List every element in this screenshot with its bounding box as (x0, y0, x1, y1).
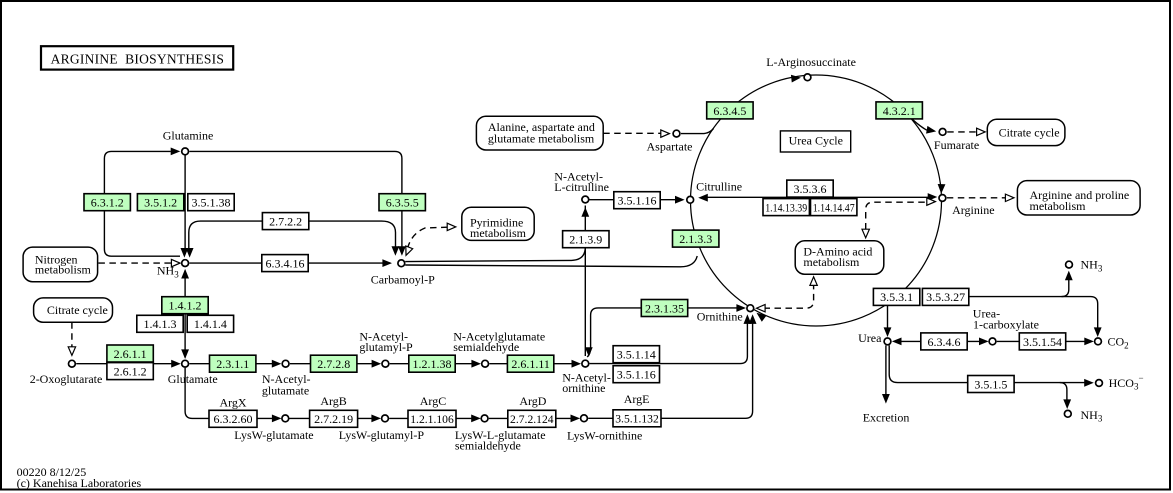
svg-text:D-Amino acid: D-Amino acid (803, 244, 872, 258)
svg-text:Citrate cycle: Citrate cycle (999, 126, 1060, 140)
svg-text:2.7.2.19: 2.7.2.19 (314, 412, 353, 426)
svg-text:glutamate: glutamate (262, 383, 309, 397)
svg-text:6.3.4.16: 6.3.4.16 (266, 257, 305, 271)
svg-text:2.3.1.1: 2.3.1.1 (216, 357, 249, 371)
svg-text:ArgB: ArgB (320, 394, 346, 408)
svg-text:6.3.4.5: 6.3.4.5 (713, 104, 746, 118)
svg-text:00220 8/12/25: 00220 8/12/25 (17, 465, 87, 479)
svg-text:ArgD: ArgD (519, 394, 546, 408)
svg-text:1.4.1.3: 1.4.1.3 (144, 317, 177, 331)
svg-text:(c) Kanehisa Laboratories: (c) Kanehisa Laboratories (17, 476, 142, 490)
svg-text:1.14.14.47: 1.14.14.47 (813, 200, 855, 214)
svg-text:HCO3−: HCO3− (1109, 373, 1144, 392)
svg-text:2.7.2.124: 2.7.2.124 (510, 412, 554, 426)
svg-text:glutamyl-P: glutamyl-P (359, 340, 413, 354)
svg-text:1.2.1.38: 1.2.1.38 (413, 357, 452, 371)
svg-text:1.4.1.4: 1.4.1.4 (194, 317, 227, 331)
svg-text:metabolism: metabolism (35, 262, 92, 276)
svg-text:2.7.2.2: 2.7.2.2 (269, 214, 302, 228)
svg-text:metabolism: metabolism (1030, 199, 1087, 213)
svg-text:semialdehyde: semialdehyde (453, 340, 519, 354)
svg-text:Fumarate: Fumarate (934, 138, 979, 152)
svg-text:LysW-glutamyl-P: LysW-glutamyl-P (339, 428, 425, 442)
svg-text:3.5.1.5: 3.5.1.5 (974, 377, 1007, 391)
svg-text:3.5.3.27: 3.5.3.27 (926, 290, 965, 304)
svg-text:Urea-: Urea- (973, 307, 1000, 321)
svg-text:2-Oxoglutarate: 2-Oxoglutarate (30, 372, 103, 386)
svg-text:N-Acetyl-: N-Acetyl- (554, 169, 603, 183)
svg-text:6.3.5.5: 6.3.5.5 (386, 196, 419, 210)
svg-text:semialdehyde: semialdehyde (455, 438, 521, 452)
svg-text:3.5.1.2: 3.5.1.2 (144, 196, 177, 210)
svg-text:Excretion: Excretion (863, 411, 910, 425)
svg-text:3.5.1.14: 3.5.1.14 (617, 348, 656, 362)
svg-text:NH3: NH3 (157, 264, 179, 280)
svg-text:2.6.1.2: 2.6.1.2 (114, 365, 147, 379)
svg-text:N-Acetyl-: N-Acetyl- (262, 372, 311, 386)
svg-text:3.5.1.38: 3.5.1.38 (192, 196, 231, 210)
svg-text:3.5.3.6: 3.5.3.6 (794, 182, 827, 196)
svg-text:6.3.2.60: 6.3.2.60 (214, 412, 253, 426)
svg-text:L-citrulline: L-citrulline (554, 180, 609, 194)
svg-text:1.14.13.39: 1.14.13.39 (765, 200, 807, 214)
svg-text:3.5.1.54: 3.5.1.54 (1023, 335, 1062, 349)
svg-text:2.7.2.8: 2.7.2.8 (317, 357, 350, 371)
svg-text:3.5.1.16: 3.5.1.16 (618, 194, 657, 208)
svg-text:1.2.1.106: 1.2.1.106 (410, 412, 454, 426)
svg-text:L-Arginosuccinate: L-Arginosuccinate (766, 55, 856, 69)
svg-text:N-Acetylglutamate: N-Acetylglutamate (453, 329, 545, 343)
svg-text:1-carboxylate: 1-carboxylate (973, 317, 1039, 331)
svg-text:6.3.1.2: 6.3.1.2 (91, 196, 124, 210)
svg-text:Pyrimidine: Pyrimidine (470, 216, 523, 230)
svg-text:ArgE: ArgE (624, 392, 650, 406)
svg-text:Urea: Urea (858, 331, 882, 345)
svg-text:LysW-glutamate: LysW-glutamate (234, 428, 313, 442)
svg-text:Carbamoyl-P: Carbamoyl-P (371, 272, 435, 286)
svg-text:ArgX: ArgX (219, 396, 246, 410)
svg-text:Ornithine: Ornithine (697, 309, 743, 323)
svg-text:Nitrogen: Nitrogen (35, 253, 78, 267)
svg-text:Glutamate: Glutamate (168, 372, 218, 386)
svg-text:2.1.3.3: 2.1.3.3 (679, 232, 712, 246)
svg-text:CO2: CO2 (1108, 335, 1129, 351)
svg-text:3.5.3.1: 3.5.3.1 (880, 290, 913, 304)
svg-text:Alanine, aspartate and: Alanine, aspartate and (488, 120, 595, 134)
svg-text:3.5.1.132: 3.5.1.132 (615, 412, 659, 426)
svg-text:Citrate cycle: Citrate cycle (47, 303, 108, 317)
svg-text:1.4.1.2: 1.4.1.2 (169, 299, 202, 313)
svg-text:NH3: NH3 (1081, 258, 1103, 274)
svg-text:Urea Cycle: Urea Cycle (789, 133, 843, 147)
svg-text:LysW-ornithine: LysW-ornithine (567, 428, 642, 442)
svg-text:2.1.3.9: 2.1.3.9 (569, 233, 602, 247)
svg-text:metabolism: metabolism (803, 255, 860, 269)
svg-text:NH3: NH3 (1081, 408, 1103, 424)
svg-text:2.3.1.35: 2.3.1.35 (645, 301, 684, 315)
svg-text:Arginine: Arginine (952, 203, 994, 217)
svg-text:ornithine: ornithine (562, 381, 605, 395)
svg-text:glutamate metabolism: glutamate metabolism (488, 131, 595, 145)
svg-text:3.5.1.16: 3.5.1.16 (617, 368, 656, 382)
svg-text:Glutamine: Glutamine (163, 129, 214, 143)
svg-text:6.3.4.6: 6.3.4.6 (928, 335, 961, 349)
svg-text:Aspartate: Aspartate (647, 139, 693, 153)
svg-text:2.6.1.11: 2.6.1.11 (511, 357, 550, 371)
svg-text:4.3.2.1: 4.3.2.1 (883, 104, 916, 118)
svg-text:N-Acetyl-: N-Acetyl- (562, 370, 611, 384)
svg-text:Arginine and proline: Arginine and proline (1030, 188, 1130, 202)
svg-text:2.6.1.1: 2.6.1.1 (114, 347, 147, 361)
svg-text:N-Acetyl-: N-Acetyl- (359, 329, 408, 343)
svg-text:Citrulline: Citrulline (696, 179, 742, 193)
svg-text:LysW-L-glutamate: LysW-L-glutamate (455, 428, 546, 442)
svg-text:ArgC: ArgC (420, 394, 446, 408)
svg-text:metabolism: metabolism (470, 226, 527, 240)
svg-text:ARGININE BIOSYNTHESIS: ARGININE BIOSYNTHESIS (51, 52, 225, 67)
